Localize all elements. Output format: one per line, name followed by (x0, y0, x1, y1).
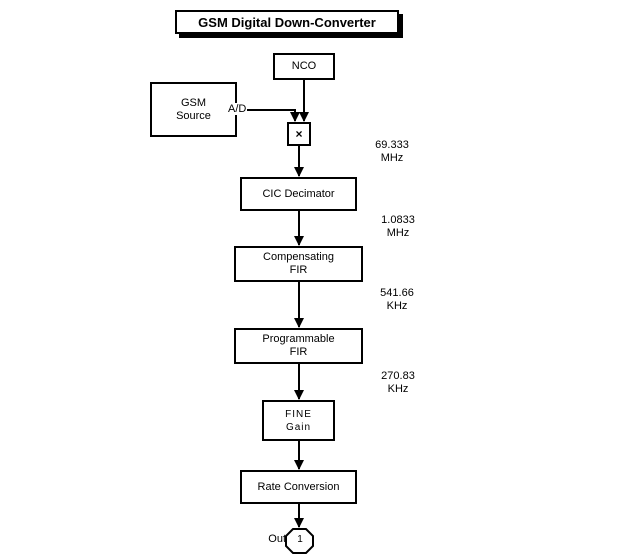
block-fine-gain-line2: Gain (285, 421, 312, 433)
block-gsm-source[interactable]: GSM Source (150, 82, 237, 137)
rate-annotation-1mhz: 1.0833 MHz (363, 214, 433, 240)
block-rate-conversion[interactable]: Rate Conversion (240, 470, 357, 504)
block-gsm-source-label-line2: Source (176, 109, 211, 122)
out-port-octagon[interactable] (285, 528, 314, 554)
diagram-title: GSM Digital Down-Converter (175, 10, 399, 34)
block-nco-label: NCO (291, 60, 317, 72)
rate-annotation-value: 270.83 (381, 370, 415, 382)
rate-annotation-value: 1.0833 (381, 214, 415, 226)
rate-annotation-270khz: 270.83 KHz (363, 370, 433, 396)
block-fine-gain-line1: FINE (285, 408, 312, 420)
rate-annotation-value: 541.66 (380, 287, 414, 299)
rate-annotation-unit: MHz (380, 152, 404, 164)
rate-annotation-unit: KHz (386, 300, 408, 312)
block-programmable-fir-line1: Programmable (262, 333, 335, 345)
block-cic-decimator-label: CIC Decimator (262, 187, 335, 200)
block-fine-gain[interactable]: FINE Gain (262, 400, 335, 441)
block-gsm-source-label-line1: GSM (180, 96, 207, 109)
block-compensating-fir-line2: FIR (289, 264, 308, 276)
block-multiplier[interactable]: × (287, 122, 311, 146)
gsm-source-ad-port-label: A/D (227, 103, 248, 115)
block-programmable-fir[interactable]: Programmable FIR (234, 328, 363, 364)
block-compensating-fir[interactable]: Compensating FIR (234, 246, 363, 282)
connector-gsm-to-multiplier (237, 109, 300, 122)
out-port-number[interactable]: 1 (297, 534, 303, 545)
out-port-label: Out (268, 533, 286, 545)
multiplier-symbol: × (295, 127, 303, 141)
block-programmable-fir-line2: FIR (289, 346, 308, 358)
rate-annotation-value: 69.333 (375, 139, 409, 151)
rate-annotation-541khz: 541.66 KHz (362, 287, 432, 313)
block-rate-conversion-label: Rate Conversion (257, 480, 340, 493)
block-nco[interactable]: NCO (273, 53, 335, 80)
rate-annotation-69mhz: 69.333 MHz (357, 139, 427, 165)
block-cic-decimator[interactable]: CIC Decimator (240, 177, 357, 211)
diagram-title-text: GSM Digital Down-Converter (198, 14, 376, 30)
rate-annotation-unit: KHz (387, 383, 409, 395)
rate-annotation-unit: MHz (386, 227, 410, 239)
block-compensating-fir-line1: Compensating (263, 251, 334, 263)
